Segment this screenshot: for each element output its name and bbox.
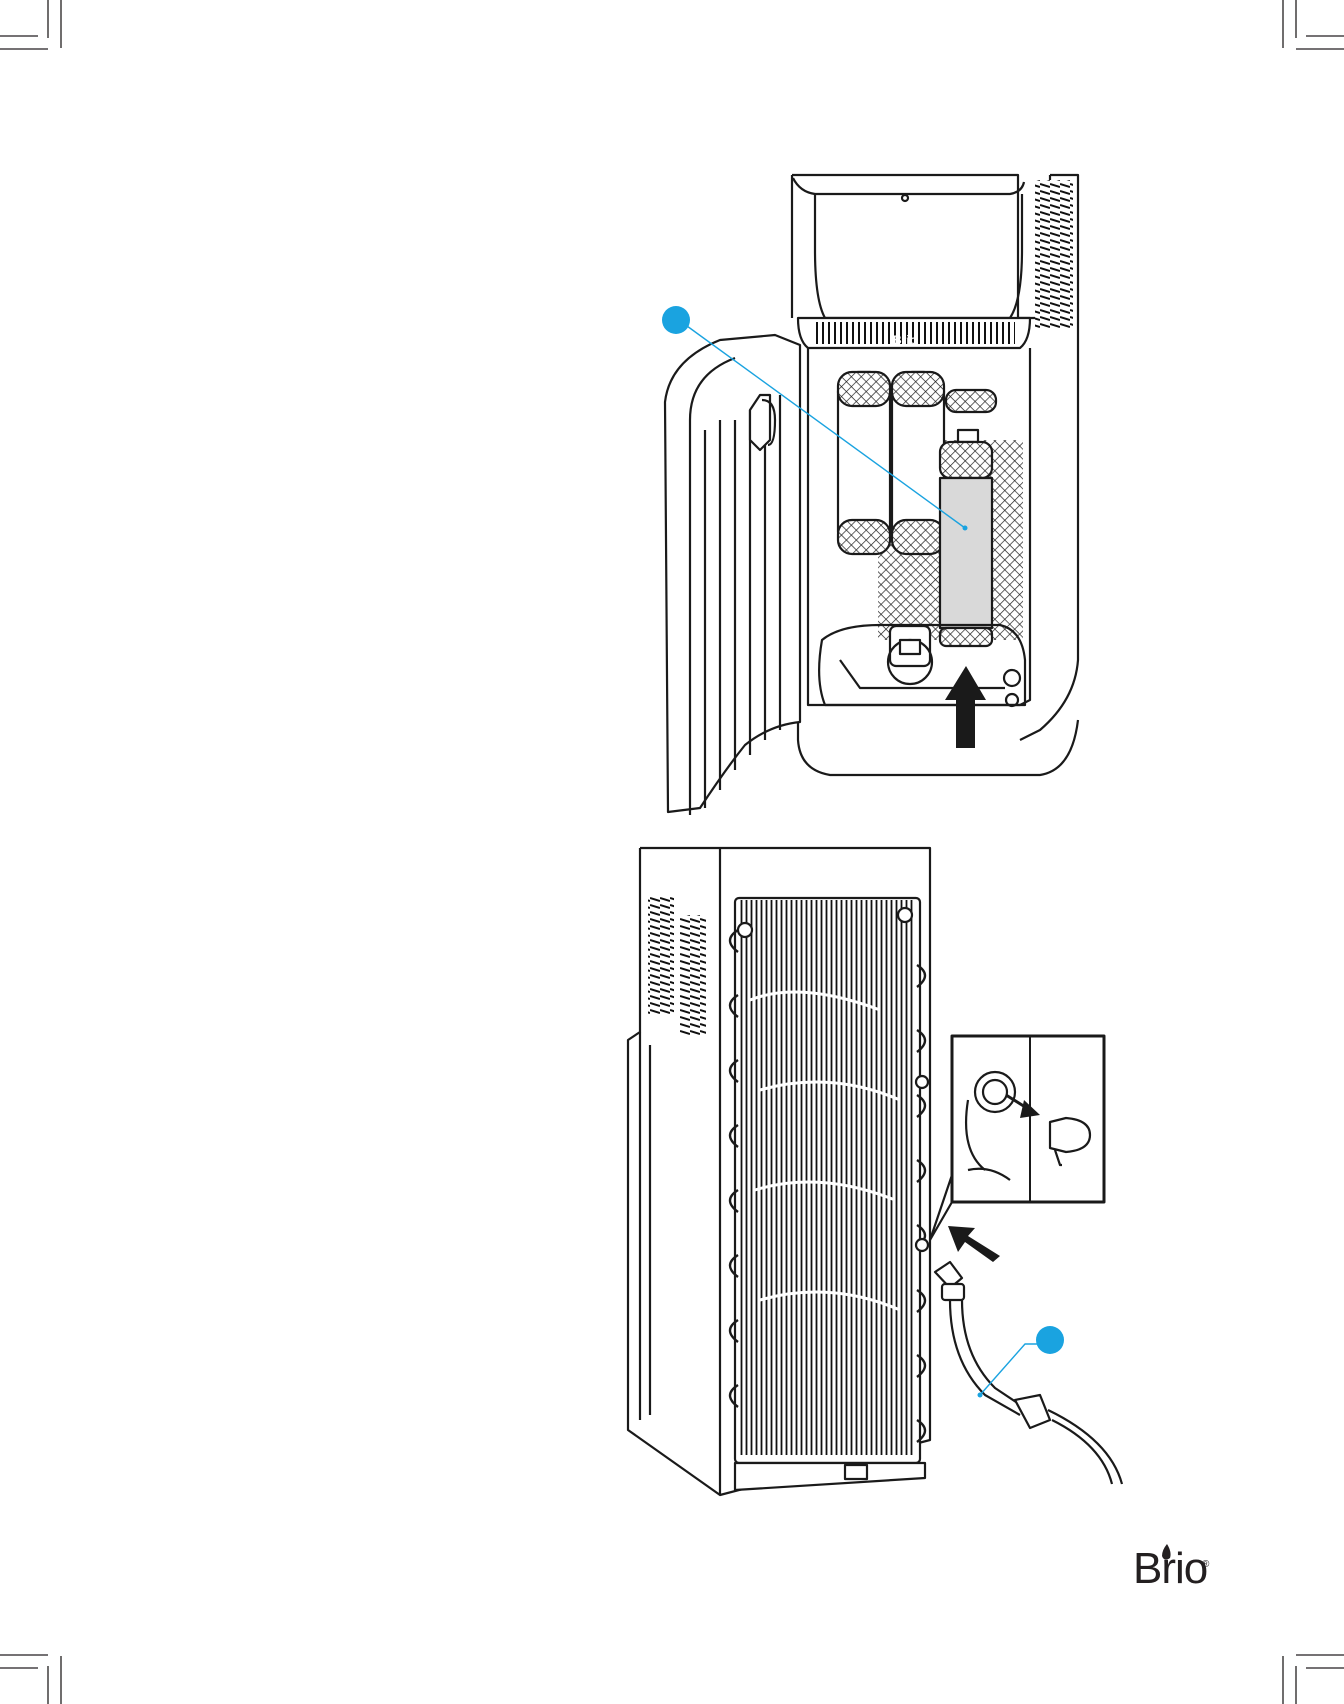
side-vent-left bbox=[648, 895, 674, 1015]
filter-cartridge-1 bbox=[838, 372, 890, 554]
open-door bbox=[665, 335, 800, 815]
inset-detail-box bbox=[930, 1036, 1104, 1240]
filter-cartridge-3 bbox=[946, 390, 996, 412]
filter-cartridge-2 bbox=[892, 372, 944, 554]
filter-installation-figure: Brio bbox=[662, 175, 1078, 815]
water-line-connection-figure bbox=[628, 848, 1122, 1495]
water-supply-line bbox=[935, 1262, 1122, 1484]
svg-text:Brio: Brio bbox=[893, 333, 917, 347]
callout-dot-water-line bbox=[1036, 1326, 1064, 1354]
side-vent-right bbox=[680, 915, 706, 1035]
condenser-coil bbox=[740, 900, 915, 1455]
filter-head bbox=[888, 626, 932, 684]
new-filter-cartridge bbox=[940, 430, 992, 646]
registered-mark: ® bbox=[1202, 1559, 1210, 1570]
callout-dot-filter bbox=[662, 306, 690, 334]
up-arrow-icon bbox=[945, 666, 986, 748]
insert-arrow-icon bbox=[948, 1226, 1000, 1262]
side-vent bbox=[1035, 180, 1073, 330]
brio-logo: Brio ® bbox=[1133, 1544, 1210, 1593]
brand-name: Brio bbox=[1133, 1544, 1207, 1593]
